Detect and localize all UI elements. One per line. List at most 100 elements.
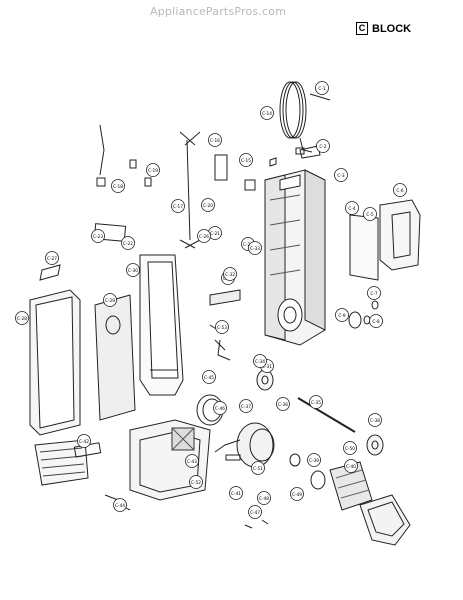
callout-c-27: C-27 [45, 251, 59, 265]
callout-label: C-4 [348, 206, 356, 212]
callout-c-9: C-9 [335, 308, 349, 322]
callout-label: C-39 [309, 458, 319, 464]
callout-c-16: C-16 [208, 133, 222, 147]
callout-bubble [363, 207, 377, 221]
small-hardware [39, 93, 379, 529]
callout-label: C-36 [278, 402, 288, 408]
callout-c-6: C-6 [393, 183, 407, 197]
callout-c-29: C-29 [103, 293, 117, 307]
callout-c-33: C-33 [248, 241, 262, 255]
callout-c-49: C-49 [290, 487, 304, 501]
callout-c-32: C-32 [223, 267, 237, 281]
callout-c-3: C-3 [334, 168, 348, 182]
block-label: BLOCK [372, 22, 412, 35]
callout-label: C-47 [250, 510, 260, 516]
callout-bubble [213, 401, 227, 415]
callout-label: C-42 [79, 439, 89, 445]
callout-c-51: C-51 [251, 461, 265, 475]
callout-c-20: C-20 [201, 198, 215, 212]
callout-label: C-51 [253, 466, 263, 472]
front-cover [29, 289, 81, 436]
callout-bubble [215, 320, 229, 334]
callout-label: C-46 [215, 406, 225, 412]
callout-c-48: C-48 [257, 491, 271, 505]
callout-label: C-15 [241, 158, 251, 164]
callout-c-8: C-8 [369, 314, 383, 328]
callout-bubble [367, 286, 381, 300]
callout-bubble [121, 236, 135, 250]
callout-label: C-24 [243, 242, 253, 248]
callout-bubble [197, 229, 211, 243]
callout-c-1: C-1 [315, 81, 329, 95]
callout-bubble [113, 498, 127, 512]
callout-label: C-5 [366, 212, 374, 218]
callout-bubble [239, 399, 253, 413]
rear-bracket [349, 199, 421, 281]
callout-c-52: C-52 [189, 475, 203, 489]
callout-bubble [248, 241, 262, 255]
callout-c-36: C-36 [276, 397, 290, 411]
callout-c-5: C-5 [363, 207, 377, 221]
callout-bubble [201, 198, 215, 212]
callout-label: C-16 [210, 138, 220, 144]
callout-label: C-6 [396, 188, 404, 194]
callout-bubble [45, 251, 59, 265]
callout-label: C-9 [338, 313, 346, 319]
callout-bubble [111, 179, 125, 193]
callout-bubble [343, 441, 357, 455]
callout-bubble [103, 293, 117, 307]
power-cord-coil [279, 81, 313, 155]
callout-label: C-53 [217, 325, 227, 331]
callout-c-30: C-30 [126, 263, 140, 277]
callout-label: C-18 [113, 184, 123, 190]
callout-c-41: C-41 [229, 486, 243, 500]
callout-label: C-26 [199, 234, 209, 240]
callout-label: C-35 [311, 400, 321, 406]
callout-bubble [223, 267, 237, 281]
callout-c-18: C-18 [111, 179, 125, 193]
callout-bubble [335, 308, 349, 322]
callout-c-53: C-53 [215, 320, 229, 334]
callout-label: C-41 [231, 491, 241, 497]
callout-label: C-33 [250, 246, 260, 252]
block-title: C BLOCK [356, 22, 411, 35]
callout-c-7: C-7 [367, 286, 381, 300]
callout-bubble [309, 395, 323, 409]
callout-bubble [345, 201, 359, 215]
callout-bubble [146, 163, 160, 177]
callout-label: C-37 [241, 404, 251, 410]
callout-bubble [15, 311, 29, 325]
callout-bubble [369, 314, 383, 328]
callout-label: C-19 [148, 168, 158, 174]
callout-c-23: C-23 [91, 229, 105, 243]
callout-bubble [77, 434, 91, 448]
callout-label: C-27 [47, 256, 57, 262]
callout-label: C-23 [93, 234, 103, 240]
callout-bubble [239, 153, 253, 167]
callout-label: C-43 [187, 459, 197, 465]
callout-bubble [344, 459, 358, 473]
callout-c-47: C-47 [248, 505, 262, 519]
callout-bubble [126, 263, 140, 277]
callout-c-19: C-19 [146, 163, 160, 177]
callout-bubble [251, 461, 265, 475]
callout-label: C-50 [345, 446, 355, 452]
callout-label: C-29 [105, 298, 115, 304]
callout-bubble [368, 413, 382, 427]
callout-layer: C-14C-15C-16C-17C-18C-19C-20C-21C-22C-23… [15, 81, 407, 519]
callout-bubble [229, 486, 243, 500]
callout-c-35: C-35 [309, 395, 323, 409]
callout-c-44: C-44 [113, 498, 127, 512]
callout-c-4: C-4 [345, 201, 359, 215]
callout-c-42: C-42 [77, 434, 91, 448]
callout-bubble [257, 491, 271, 505]
callout-label: C-45 [204, 375, 214, 381]
callout-bubble [253, 354, 267, 368]
callout-bubble [290, 487, 304, 501]
callout-bubble [316, 139, 330, 153]
callout-c-38: C-38 [368, 413, 382, 427]
agitator-shaft [297, 397, 356, 433]
callout-bubble [260, 106, 274, 120]
